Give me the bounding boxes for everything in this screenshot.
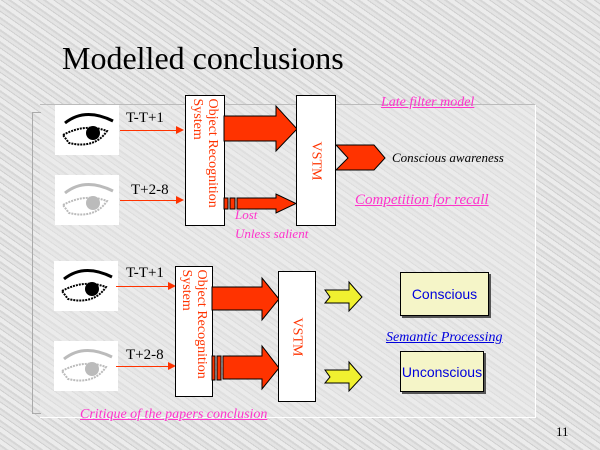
big-arrow-icon [211, 276, 280, 322]
unconscious-box: Unconscious [400, 351, 484, 392]
output-label: Conscious awareness [392, 150, 504, 165]
input-arrow [120, 196, 184, 204]
object-recognition-box: Object Recognition System [185, 95, 225, 226]
vstm-box: VSTM [278, 271, 316, 402]
dashed-arrow-icon [223, 193, 298, 214]
yellow-arrow-icon [323, 360, 363, 393]
yellow-arrow-icon [323, 280, 363, 313]
eye-image-dark [55, 105, 119, 155]
dashed-arrow-icon [211, 344, 280, 391]
critique-link[interactable]: Critique of the papers conclusion [80, 407, 268, 422]
big-arrow-icon [223, 104, 298, 153]
competition-link[interactable]: Competition for recall [355, 192, 489, 208]
eye-image-dark [54, 261, 118, 311]
object-recognition-box: Object Recognition System [175, 266, 213, 397]
vstm-label: VSTM [289, 317, 305, 356]
ors-label: Object Recognition System [179, 269, 209, 379]
time-label: T-T+1 [126, 110, 164, 126]
eye-image-faded [55, 175, 119, 225]
time-label: T+2-8 [131, 182, 169, 198]
unless-salient-label: Unless salient [235, 226, 309, 241]
vstm-label: VSTM [308, 141, 324, 180]
time-label: T-T+1 [126, 265, 164, 281]
semantic-processing-link[interactable]: Semantic Processing [386, 330, 503, 345]
eye-image-faded [54, 341, 118, 391]
slide-title: Modelled conclusions [62, 40, 344, 76]
input-arrow [120, 126, 184, 134]
late-filter-link[interactable]: Late filter model [381, 95, 475, 110]
time-label: T+2-8 [126, 347, 164, 363]
input-arrow [116, 282, 176, 290]
page-number: 11 [556, 424, 569, 439]
input-arrow [116, 362, 176, 370]
frame-edge [32, 112, 41, 414]
vstm-box: VSTM [296, 95, 336, 226]
chevron-arrow-icon [334, 144, 386, 171]
ors-label: Object Recognition System [190, 98, 220, 208]
conscious-box: Conscious [400, 272, 489, 316]
lost-label: Lost [235, 207, 258, 222]
